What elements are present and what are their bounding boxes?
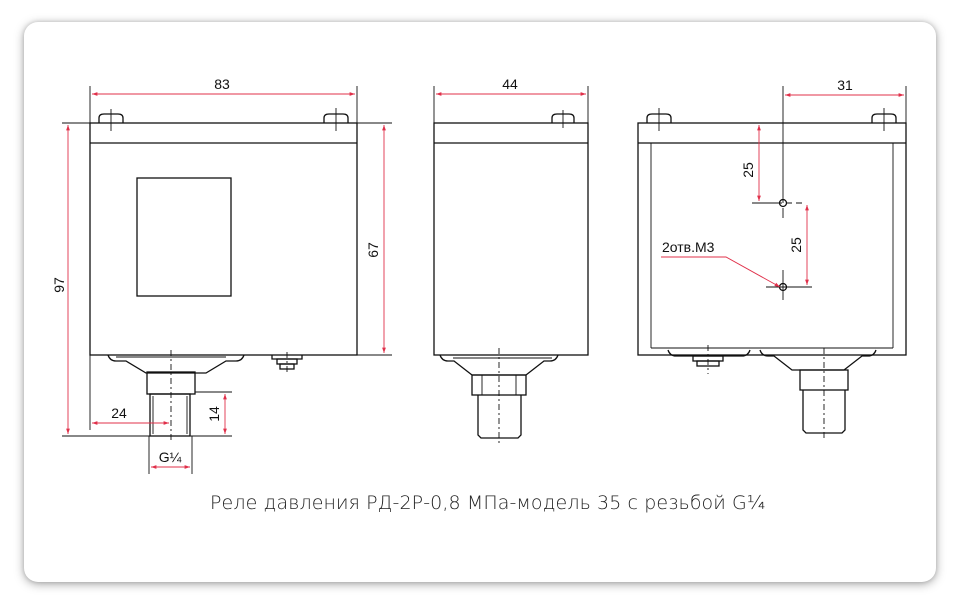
dim-height-97: 97 [51, 277, 67, 293]
dim-height-67: 67 [365, 242, 381, 258]
dim-offset-24: 24 [111, 405, 127, 421]
dim-offset-31: 31 [837, 77, 853, 93]
thread-label: G¼ [159, 449, 182, 465]
display-window [136, 177, 232, 297]
front-view: 83 97 67 24 14 G¼ [51, 76, 392, 474]
side-view: 44 [433, 76, 589, 444]
dim-thread-14: 14 [206, 406, 222, 422]
drawing-card [24, 22, 936, 582]
dim-hole-top-25: 25 [740, 162, 756, 178]
dim-hole-spacing-25: 25 [788, 237, 804, 253]
holes-label: 2отв.М3 [662, 239, 715, 255]
back-view: 31 25 25 2отв.М3 [637, 77, 907, 440]
dim-width-44: 44 [502, 76, 518, 92]
drawing-caption: Реле давления РД-2Р-0,8 МПа-модель 35 с … [210, 492, 766, 514]
dim-width-83: 83 [214, 76, 230, 92]
